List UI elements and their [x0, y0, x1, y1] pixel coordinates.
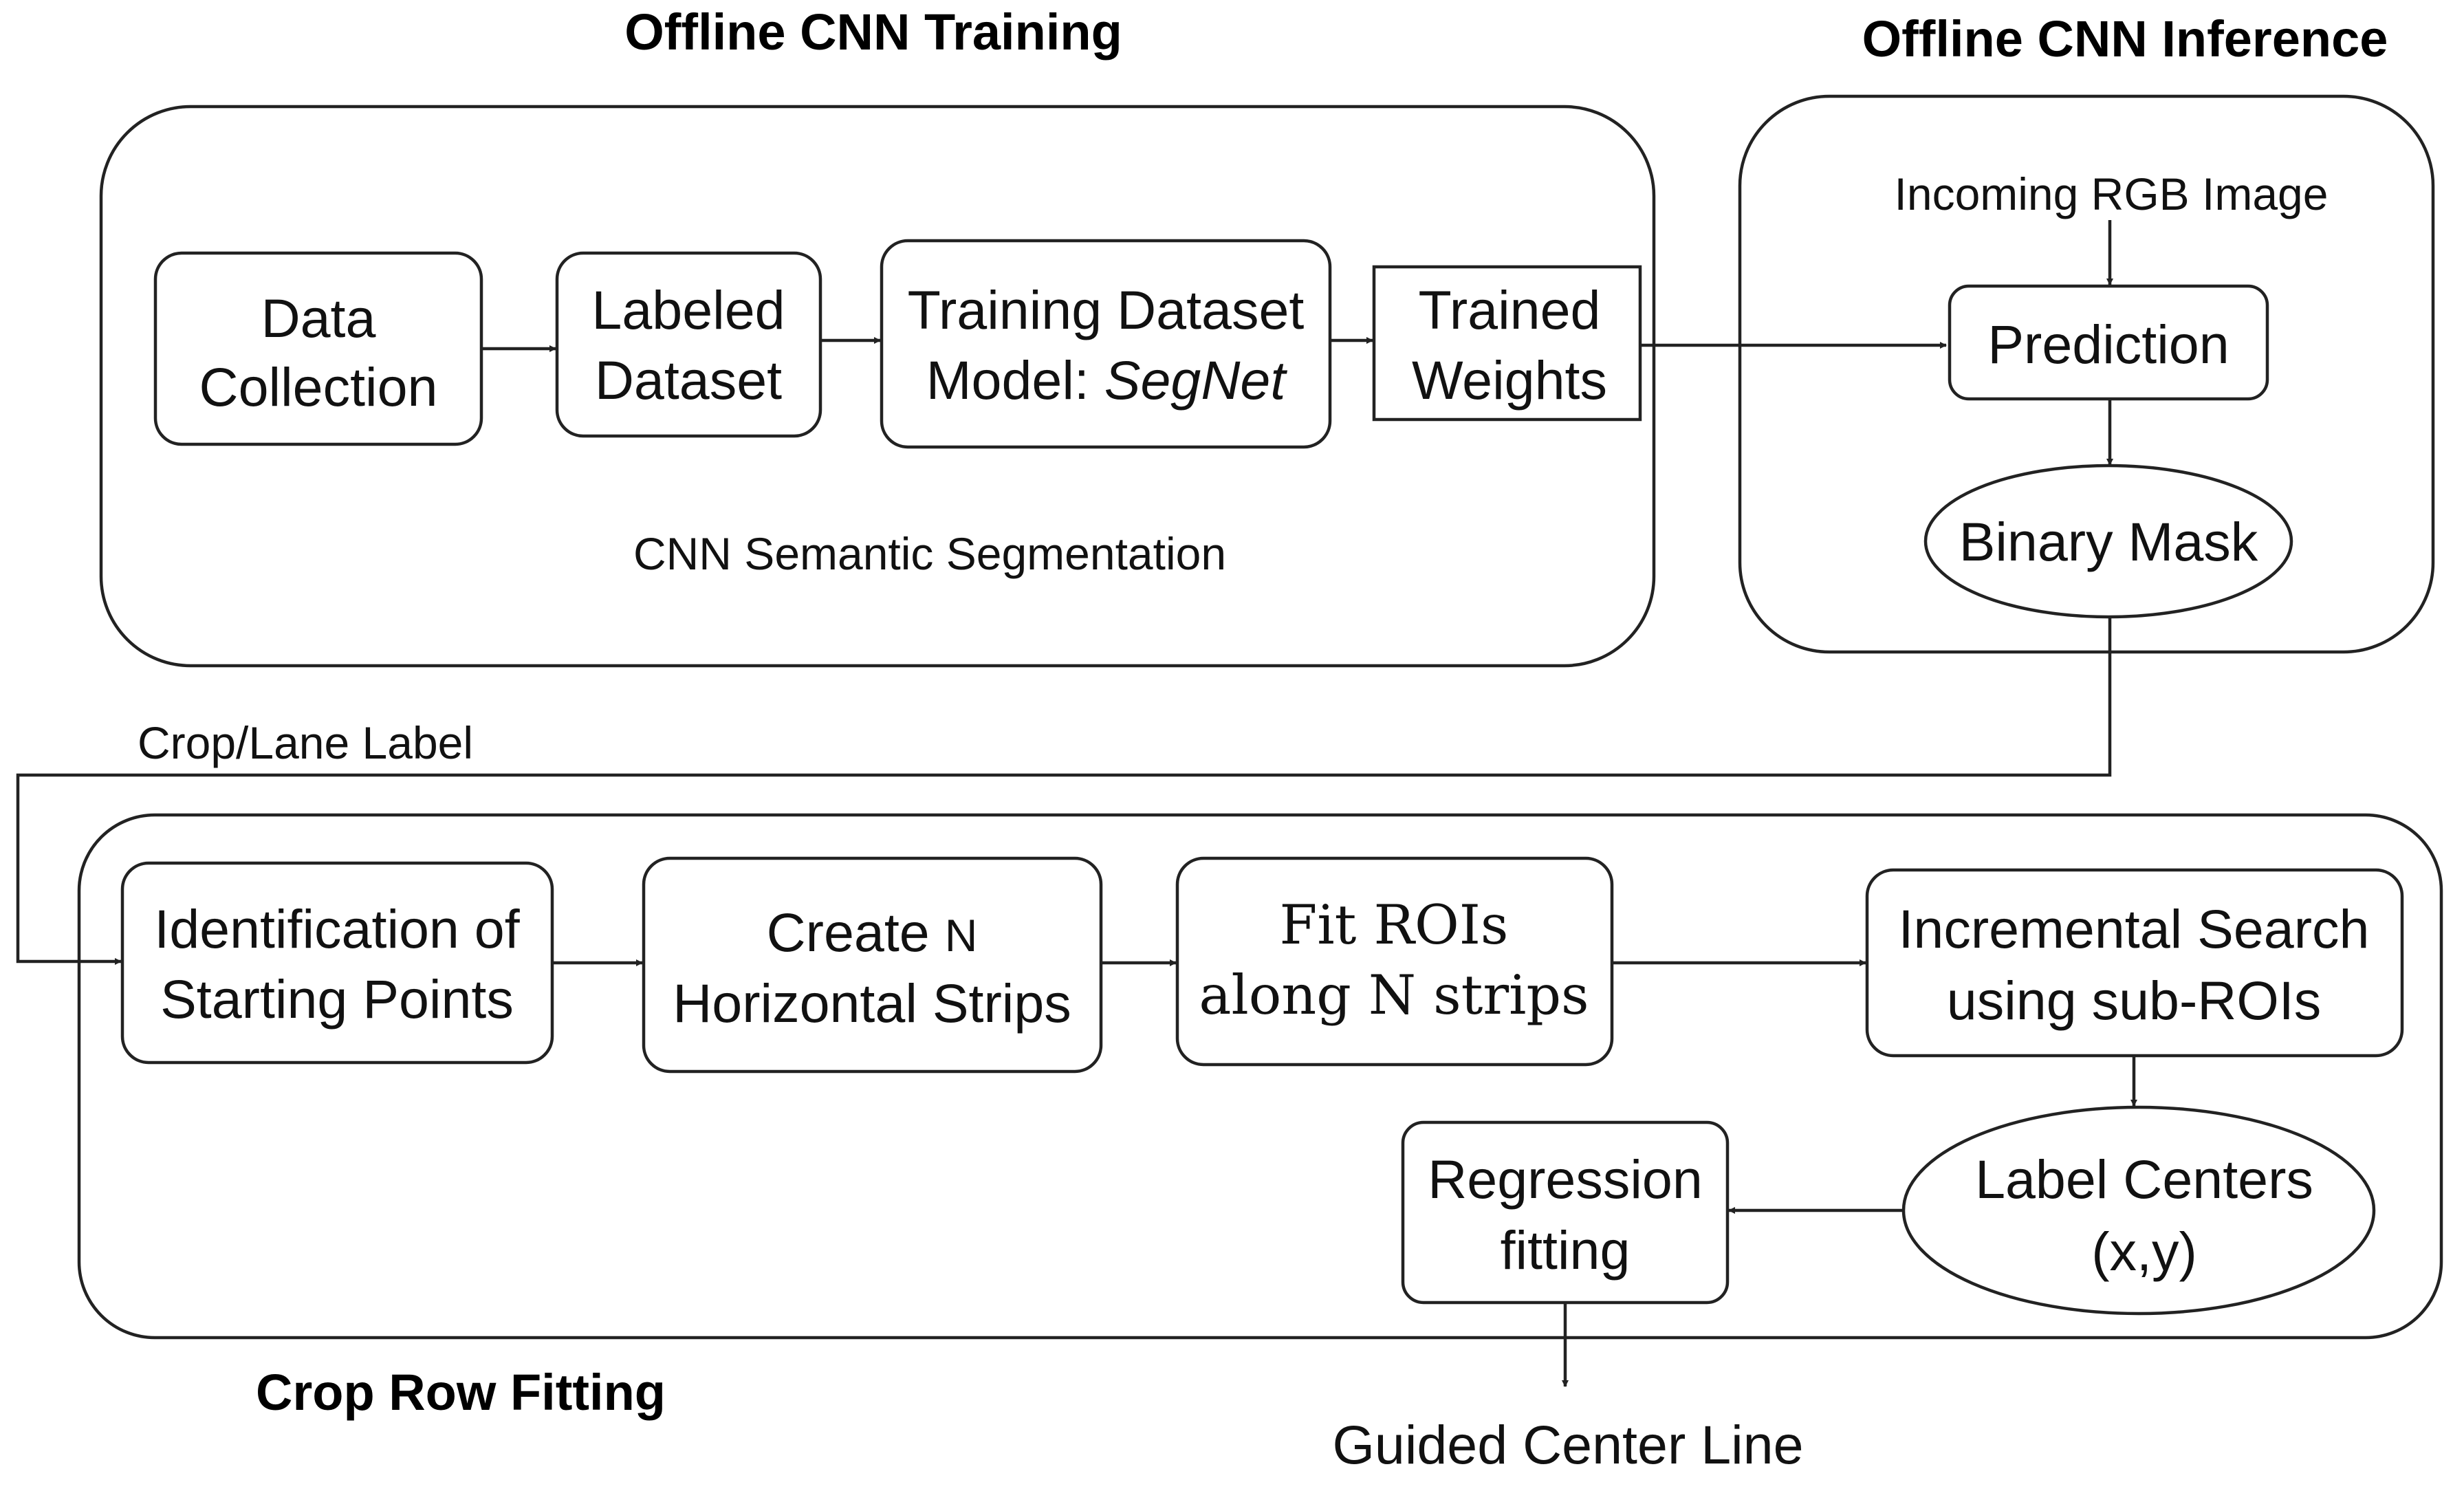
inference-group — [1738, 94, 2435, 654]
labeled-dataset-line2: Dataset — [595, 349, 782, 411]
section-title-inference: Offline CNN Inference — [1862, 10, 2388, 67]
output-label: Guided Center Line — [1332, 1414, 1803, 1475]
connector-mask-to-fitting — [16, 617, 2112, 965]
data-collection-line1: Data — [261, 287, 376, 349]
label-centers-line1: Label Centers — [1975, 1149, 2313, 1210]
horizontal-strips-node: Create N Horizontal Strips — [642, 856, 1103, 1074]
label-centers-node: Label Centers (x,y) — [1901, 1105, 2376, 1316]
connector-label: Crop/Lane Label — [138, 717, 473, 768]
trained-weights-line2: Weights — [1412, 349, 1607, 411]
labeled-dataset-node: Labeled Dataset — [555, 251, 822, 438]
starting-points-line1: Identification of — [154, 898, 520, 959]
training-dataset-line1: Training Dataset — [908, 279, 1305, 340]
starting-points-node: Identification of Starting Points — [120, 861, 554, 1065]
training-dataset-line2: Model: SegNet — [926, 349, 1288, 411]
incremental-search-line1: Incremental Search — [1898, 898, 2369, 959]
fit-rois-node: Fit ROIs along N strips — [1175, 856, 1614, 1067]
data-collection-line2: Collection — [199, 356, 438, 417]
label-centers-line2: (x,y) — [2091, 1221, 2197, 1282]
section-title-fitting: Crop Row Fitting — [256, 1364, 666, 1421]
training-group — [99, 105, 1656, 668]
trained-weights-node: Trained Weights — [1372, 265, 1642, 422]
data-collection-node: Data Collection — [153, 251, 483, 446]
fit-rois-line1: Fit ROIs — [1280, 893, 1509, 957]
section-title-training: Offline CNN Training — [624, 3, 1122, 61]
binary-mask-node: Binary Mask — [1923, 464, 2293, 619]
horizontal-strips-line1: Create N — [767, 902, 978, 963]
fit-rois-line2: along N strips — [1199, 964, 1589, 1027]
fitting-group — [77, 813, 2443, 1340]
labeled-dataset-line1: Labeled — [591, 279, 785, 340]
training-dataset-node: Training Dataset Model: SegNet — [880, 239, 1332, 449]
prediction-label: Prediction — [1987, 314, 2229, 375]
prediction-node: Prediction — [1948, 284, 2269, 401]
regression-line1: Regression — [1428, 1149, 1703, 1210]
regression-node: Regression fitting — [1401, 1120, 1730, 1305]
incremental-search-node: Incremental Search using sub-ROIs — [1865, 868, 2404, 1058]
incremental-search-line2: using sub-ROIs — [1947, 970, 2321, 1031]
incoming-image-label: Incoming RGB Image — [1895, 168, 2329, 219]
binary-mask-label: Binary Mask — [1959, 511, 2258, 572]
regression-line2: fitting — [1501, 1219, 1631, 1281]
horizontal-strips-line2: Horizontal Strips — [673, 972, 1071, 1034]
trained-weights-line1: Trained — [1419, 279, 1601, 340]
training-caption: CNN Semantic Segmentation — [633, 528, 1226, 579]
starting-points-line2: Starting Points — [160, 968, 514, 1030]
